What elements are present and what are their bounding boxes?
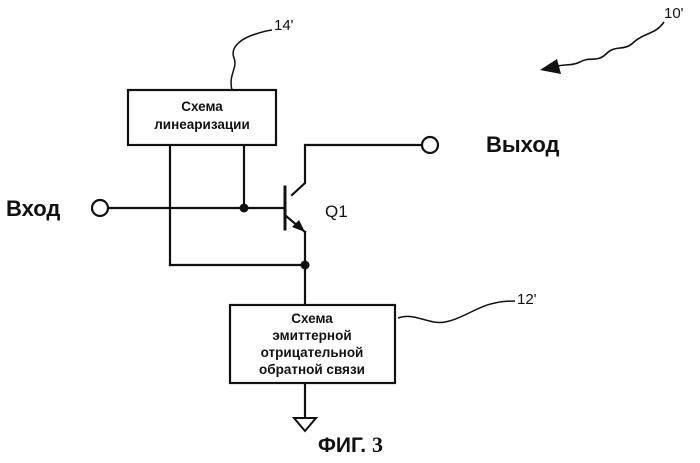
output-label: Выход — [486, 132, 560, 157]
linearization-line2: линеаризации — [154, 117, 250, 132]
figure-caption-word: ФИГ. — [318, 434, 366, 457]
device-ref: 10' — [664, 5, 684, 22]
input-label: Вход — [6, 196, 60, 221]
output-terminal — [422, 137, 438, 153]
input-terminal — [92, 200, 108, 216]
feedback-line1: Схема — [291, 311, 333, 326]
linearization-ref-leader — [231, 30, 272, 90]
transistor-label: Q1 — [325, 202, 348, 221]
figure-caption-number: 3 — [372, 432, 383, 457]
linearization-ref: 14' — [274, 17, 294, 34]
transistor-q1 — [285, 187, 305, 232]
feedback-line3: отрицательной — [261, 345, 364, 360]
ground-icon — [294, 418, 316, 431]
linearization-block: Схема линеаризации — [128, 90, 276, 145]
feedback-block: Схема эмиттерной отрицательной обратной … — [230, 305, 395, 383]
linearization-line1: Схема — [181, 99, 223, 114]
device-ref-arrowhead — [540, 59, 561, 74]
feedback-ref: 12' — [517, 291, 537, 308]
feedback-line4: обратной связи — [259, 362, 365, 377]
device-ref-leader — [558, 22, 664, 66]
feedback-ref-leader — [398, 301, 515, 322]
emitter-junction-dot — [301, 261, 310, 270]
feedback-line2: эмиттерной — [272, 328, 351, 343]
collector-wire — [292, 145, 422, 195]
base-junction-dot — [240, 204, 249, 213]
